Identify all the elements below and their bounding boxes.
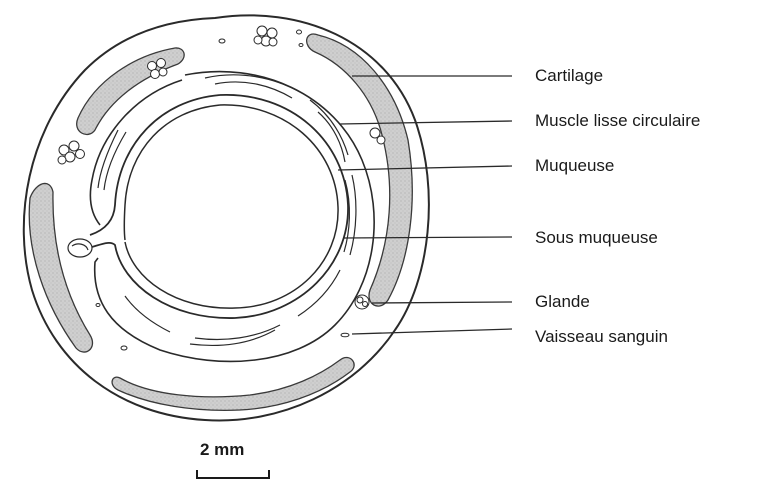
gland-left xyxy=(68,239,92,257)
scale-bar xyxy=(196,470,270,479)
gland-cluster-top xyxy=(254,26,277,46)
label-muqueuse: Muqueuse xyxy=(535,156,614,176)
label-sous-muqueuse: Sous muqueuse xyxy=(535,228,658,248)
label-muscle: Muscle lisse circulaire xyxy=(535,111,700,131)
gland-right xyxy=(355,295,369,309)
label-cartilage: Cartilage xyxy=(535,66,603,86)
scale-bar-label: 2 mm xyxy=(200,440,244,460)
label-vaisseau: Vaisseau sanguin xyxy=(535,327,668,347)
label-glande: Glande xyxy=(535,292,590,312)
